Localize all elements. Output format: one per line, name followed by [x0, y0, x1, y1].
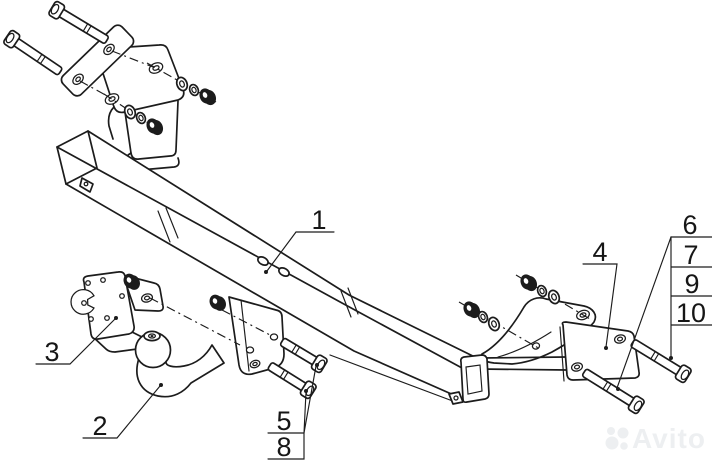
callout-10-label: 10 — [676, 298, 706, 328]
callout-8-label: 8 — [276, 432, 291, 462]
lock-washer — [536, 284, 548, 298]
callout-1-label: 1 — [311, 205, 326, 235]
washer — [487, 316, 501, 332]
tow-ball — [134, 330, 225, 398]
crossbeam — [56, 130, 488, 404]
nut — [123, 273, 140, 290]
bolt — [279, 337, 328, 374]
callout-7-label: 7 — [683, 240, 698, 270]
support-arm — [478, 356, 568, 371]
lock-washer — [477, 310, 489, 324]
lock-washer — [188, 83, 200, 97]
beam-end-cap — [448, 354, 490, 405]
callout-2: 2 — [82, 383, 163, 441]
callout-3-label: 3 — [44, 337, 59, 367]
nut — [463, 301, 481, 319]
right-wing-bracket — [480, 297, 597, 365]
callout-3: 3 — [35, 316, 118, 367]
side-plate — [559, 321, 641, 382]
lock-washer — [135, 111, 147, 125]
nut — [209, 294, 226, 311]
callout-5-8: 5 8 — [267, 363, 319, 462]
ball-mount-plate — [228, 296, 285, 376]
callout-1: 1 — [264, 205, 335, 274]
bolt — [581, 368, 645, 415]
bolt — [48, 0, 109, 44]
centerline — [221, 309, 273, 337]
bolt — [267, 362, 317, 400]
avito-watermark: Avito — [605, 423, 706, 454]
callout-4-label: 4 — [592, 237, 607, 267]
nut — [146, 118, 164, 136]
callout-2-label: 2 — [92, 411, 107, 441]
callout-6-7-9-10: 6 7 9 10 — [616, 210, 712, 391]
washer — [547, 289, 561, 305]
centerline — [149, 297, 241, 346]
avito-logo-icon — [605, 427, 629, 450]
mounting-plate — [60, 24, 135, 97]
bolt — [3, 29, 63, 76]
washer — [123, 104, 137, 120]
callout-6-label: 6 — [682, 210, 697, 240]
washer — [175, 76, 189, 92]
nut — [520, 274, 538, 292]
callout-9-label: 9 — [684, 269, 699, 299]
callout-5-label: 5 — [276, 406, 291, 436]
callout-4: 4 — [582, 237, 618, 350]
avito-watermark-text: Avito — [632, 423, 706, 454]
nut — [199, 88, 217, 106]
bolt — [630, 339, 692, 384]
centerline — [111, 50, 154, 68]
